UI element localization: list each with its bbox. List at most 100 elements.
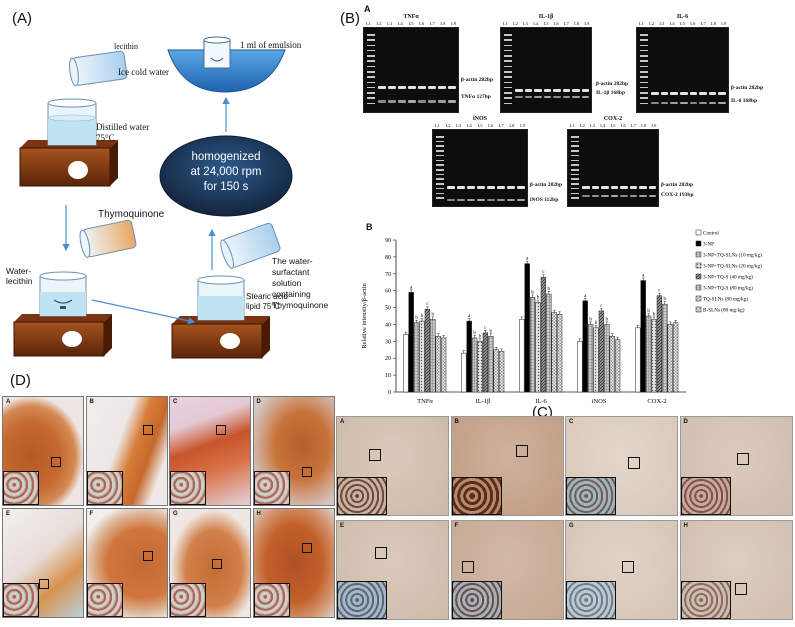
gel-band bbox=[418, 85, 426, 89]
zoom-inset bbox=[680, 477, 731, 515]
ladder-band bbox=[640, 86, 648, 89]
bar bbox=[645, 315, 652, 393]
bar bbox=[482, 332, 489, 393]
gel-band bbox=[562, 95, 570, 99]
lane-label: L6 bbox=[488, 123, 494, 128]
gel-image-3 bbox=[432, 129, 528, 207]
ladder-band bbox=[436, 136, 444, 138]
ladder-band bbox=[640, 92, 648, 94]
lane-label: L8 bbox=[641, 123, 647, 128]
legend-swatch bbox=[695, 229, 702, 236]
thymoquinone-label: Thymoquinone bbox=[98, 209, 165, 220]
ladder-band bbox=[436, 164, 444, 166]
hotplate-1 bbox=[19, 98, 118, 187]
roi-box bbox=[622, 561, 634, 573]
ladder-band bbox=[367, 71, 375, 73]
ladder-band bbox=[571, 164, 579, 166]
zoom-inset bbox=[3, 583, 39, 617]
lane-label: L2 bbox=[648, 21, 654, 26]
gel-band bbox=[398, 85, 406, 89]
gel-band bbox=[629, 194, 637, 198]
lane-label: L5 bbox=[543, 21, 549, 26]
bar bbox=[587, 324, 594, 393]
lane-label: L2 bbox=[376, 21, 382, 26]
tile-letter: A bbox=[340, 419, 345, 425]
roi-box bbox=[628, 457, 640, 469]
ladder-band bbox=[367, 65, 375, 68]
significance-letter: b bbox=[653, 312, 656, 317]
lane-label: L3 bbox=[659, 21, 665, 26]
legend-label: 3-NP+TQ-SLNs (20 mg/kg) bbox=[703, 263, 762, 270]
lane-label: L9 bbox=[451, 21, 457, 26]
gel-band bbox=[610, 194, 618, 198]
gel-image-4 bbox=[567, 129, 659, 207]
roi-box bbox=[212, 559, 222, 569]
lane-label: L3 bbox=[590, 123, 596, 128]
ladder-band bbox=[571, 145, 579, 147]
significance-letter: b bbox=[647, 309, 650, 314]
y-tick-label: 0 bbox=[388, 390, 391, 396]
significance-letter: b bbox=[595, 321, 598, 326]
ladder-band bbox=[436, 183, 444, 185]
water-lecithin-line-2: lecithin bbox=[6, 276, 33, 286]
gel-title-1: IL-1β bbox=[538, 14, 554, 20]
significance-letter: a bbox=[410, 285, 413, 290]
lane-label: L6 bbox=[690, 21, 696, 26]
bar bbox=[493, 349, 499, 393]
gel-band bbox=[515, 89, 523, 93]
ladder-band bbox=[504, 76, 512, 78]
lane-label: L3 bbox=[387, 21, 393, 26]
lane-label: L4 bbox=[669, 21, 675, 26]
ladder-band bbox=[571, 173, 579, 176]
ladder-band bbox=[640, 34, 648, 36]
bar bbox=[519, 319, 525, 393]
bar bbox=[672, 322, 679, 393]
gel-band bbox=[651, 91, 659, 95]
significance-letter: b bbox=[548, 287, 551, 292]
lane-label: L8 bbox=[574, 21, 580, 26]
hotplate-3 bbox=[171, 275, 270, 359]
bar bbox=[498, 351, 505, 393]
gel-band bbox=[660, 91, 669, 95]
tile-letter: E bbox=[340, 523, 345, 529]
x-tick-label: IL-6 bbox=[535, 398, 547, 405]
gel-band-label-actin: β-actin 282bp bbox=[731, 85, 764, 91]
zoom-inset bbox=[680, 581, 731, 619]
lane-label: L1 bbox=[569, 123, 575, 128]
roi-box bbox=[142, 425, 153, 435]
homogenized-line-3: for 150 s bbox=[203, 181, 249, 193]
zoom-inset bbox=[451, 581, 502, 619]
y-tick-label: 10 bbox=[385, 373, 391, 379]
bar bbox=[408, 292, 414, 393]
stearic-line-2: lipid 75°C bbox=[246, 302, 281, 311]
ladder-band bbox=[367, 97, 375, 99]
ladder-band bbox=[571, 197, 579, 199]
gel-band bbox=[543, 89, 551, 93]
y-tick-label: 80 bbox=[385, 255, 391, 261]
gel-band bbox=[582, 194, 590, 198]
lane-label: L4 bbox=[397, 21, 403, 26]
significance-letter: c bbox=[484, 326, 487, 331]
gel-band bbox=[639, 186, 647, 190]
surfactant-line-2: surfactant bbox=[272, 267, 310, 277]
arrow-right bbox=[91, 299, 196, 325]
gel-band-label-target: COX-2 193bp bbox=[661, 192, 694, 198]
gel-band bbox=[679, 91, 688, 95]
lane-label: L7 bbox=[498, 123, 504, 128]
gel-image-0 bbox=[363, 27, 459, 113]
histology-tile-d: H bbox=[252, 508, 335, 618]
y-tick-label: 50 bbox=[385, 306, 391, 312]
ladder-band bbox=[367, 86, 375, 89]
homogenizer-ellipse bbox=[159, 135, 293, 217]
y-tick-label: 70 bbox=[385, 272, 391, 278]
roi-box bbox=[51, 457, 61, 467]
zoom-inset bbox=[253, 583, 290, 617]
tile-letter: G bbox=[173, 511, 178, 517]
gel-band bbox=[581, 89, 589, 93]
gel-band bbox=[457, 198, 465, 202]
gel-band bbox=[629, 186, 637, 190]
ladder-band bbox=[571, 140, 579, 143]
homogenized-text: homogenized at 24,000 rpm for 150 s bbox=[160, 150, 292, 195]
bar bbox=[640, 280, 646, 393]
ladder-band bbox=[640, 39, 648, 41]
